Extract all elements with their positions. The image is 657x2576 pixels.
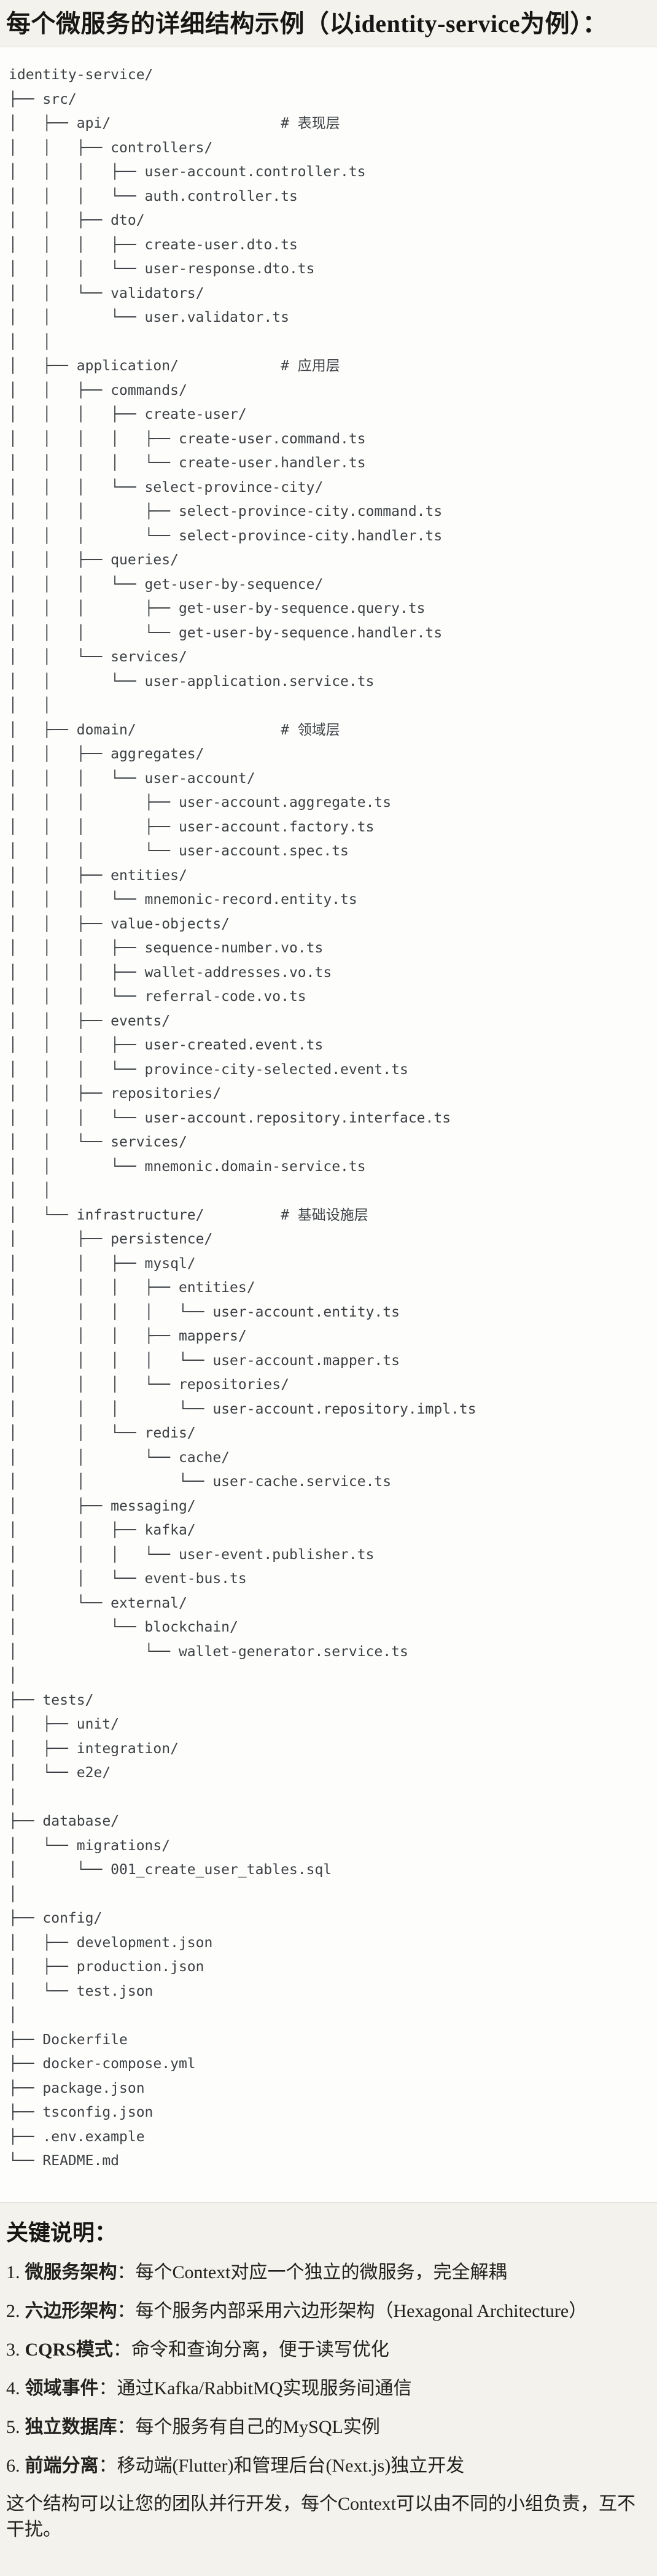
note-item-text: ：命令和查询分离，便于读写优化 [112,2339,389,2360]
note-item-label: CQRS模式 [25,2339,113,2360]
note-item-text: ：每个服务有自己的MySQL实例 [117,2416,380,2437]
notes-section: 关键说明： 1.微服务架构：每个Context对应一个独立的微服务，完全解耦 2… [0,2203,657,2576]
note-item-label: 独立数据库 [25,2416,117,2437]
note-item-number: 2. [6,2300,20,2321]
note-item: 3.CQRS模式：命令和查询分离，便于读写优化 [6,2330,651,2369]
note-item-number: 3. [6,2339,20,2360]
note-item-text: ：每个Context对应一个独立的微服务，完全解耦 [117,2262,507,2282]
notes-heading: 关键说明： [6,2220,117,2245]
notes-footer: 这个结构可以让您的团队并行开发，每个Context可以由不同的小组负责，互不干扰… [6,2493,636,2540]
note-item-label: 六边形架构 [25,2300,117,2321]
note-item: 4.领域事件：通过Kafka/RabbitMQ实现服务间通信 [6,2369,651,2408]
note-item: 2.六边形架构：每个服务内部采用六边形架构（Hexagonal Architec… [6,2292,651,2330]
note-item-text: ：每个服务内部采用六边形架构（Hexagonal Architecture） [117,2300,588,2321]
note-item: 1.微服务架构：每个Context对应一个独立的微服务，完全解耦 [6,2253,651,2292]
note-item-label: 领域事件 [25,2378,99,2399]
note-item-number: 1. [6,2262,20,2282]
note-item-number: 6. [6,2455,20,2476]
note-item: 6.前端分离：移动端(Flutter)和管理后台(Next.js)独立开发 [6,2446,651,2485]
note-item-text: ：移动端(Flutter)和管理后台(Next.js)独立开发 [98,2455,465,2476]
note-item: 5.独立数据库：每个服务有自己的MySQL实例 [6,2408,651,2446]
note-item-number: 4. [6,2378,20,2399]
file-tree: identity-service/ ├── src/ │ ├── api/ # … [9,67,476,2169]
page-title: 每个微服务的详细结构示例（以identity-service为例）： [6,10,608,37]
note-item-number: 5. [6,2416,20,2437]
document-header: 每个微服务的详细结构示例（以identity-service为例）： [0,0,657,47]
note-item-label: 前端分离 [25,2455,99,2476]
code-block: identity-service/ ├── src/ │ ├── api/ # … [0,47,657,2203]
note-item-text: ：通过Kafka/RabbitMQ实现服务间通信 [98,2378,412,2399]
note-item-label: 微服务架构 [25,2262,117,2282]
